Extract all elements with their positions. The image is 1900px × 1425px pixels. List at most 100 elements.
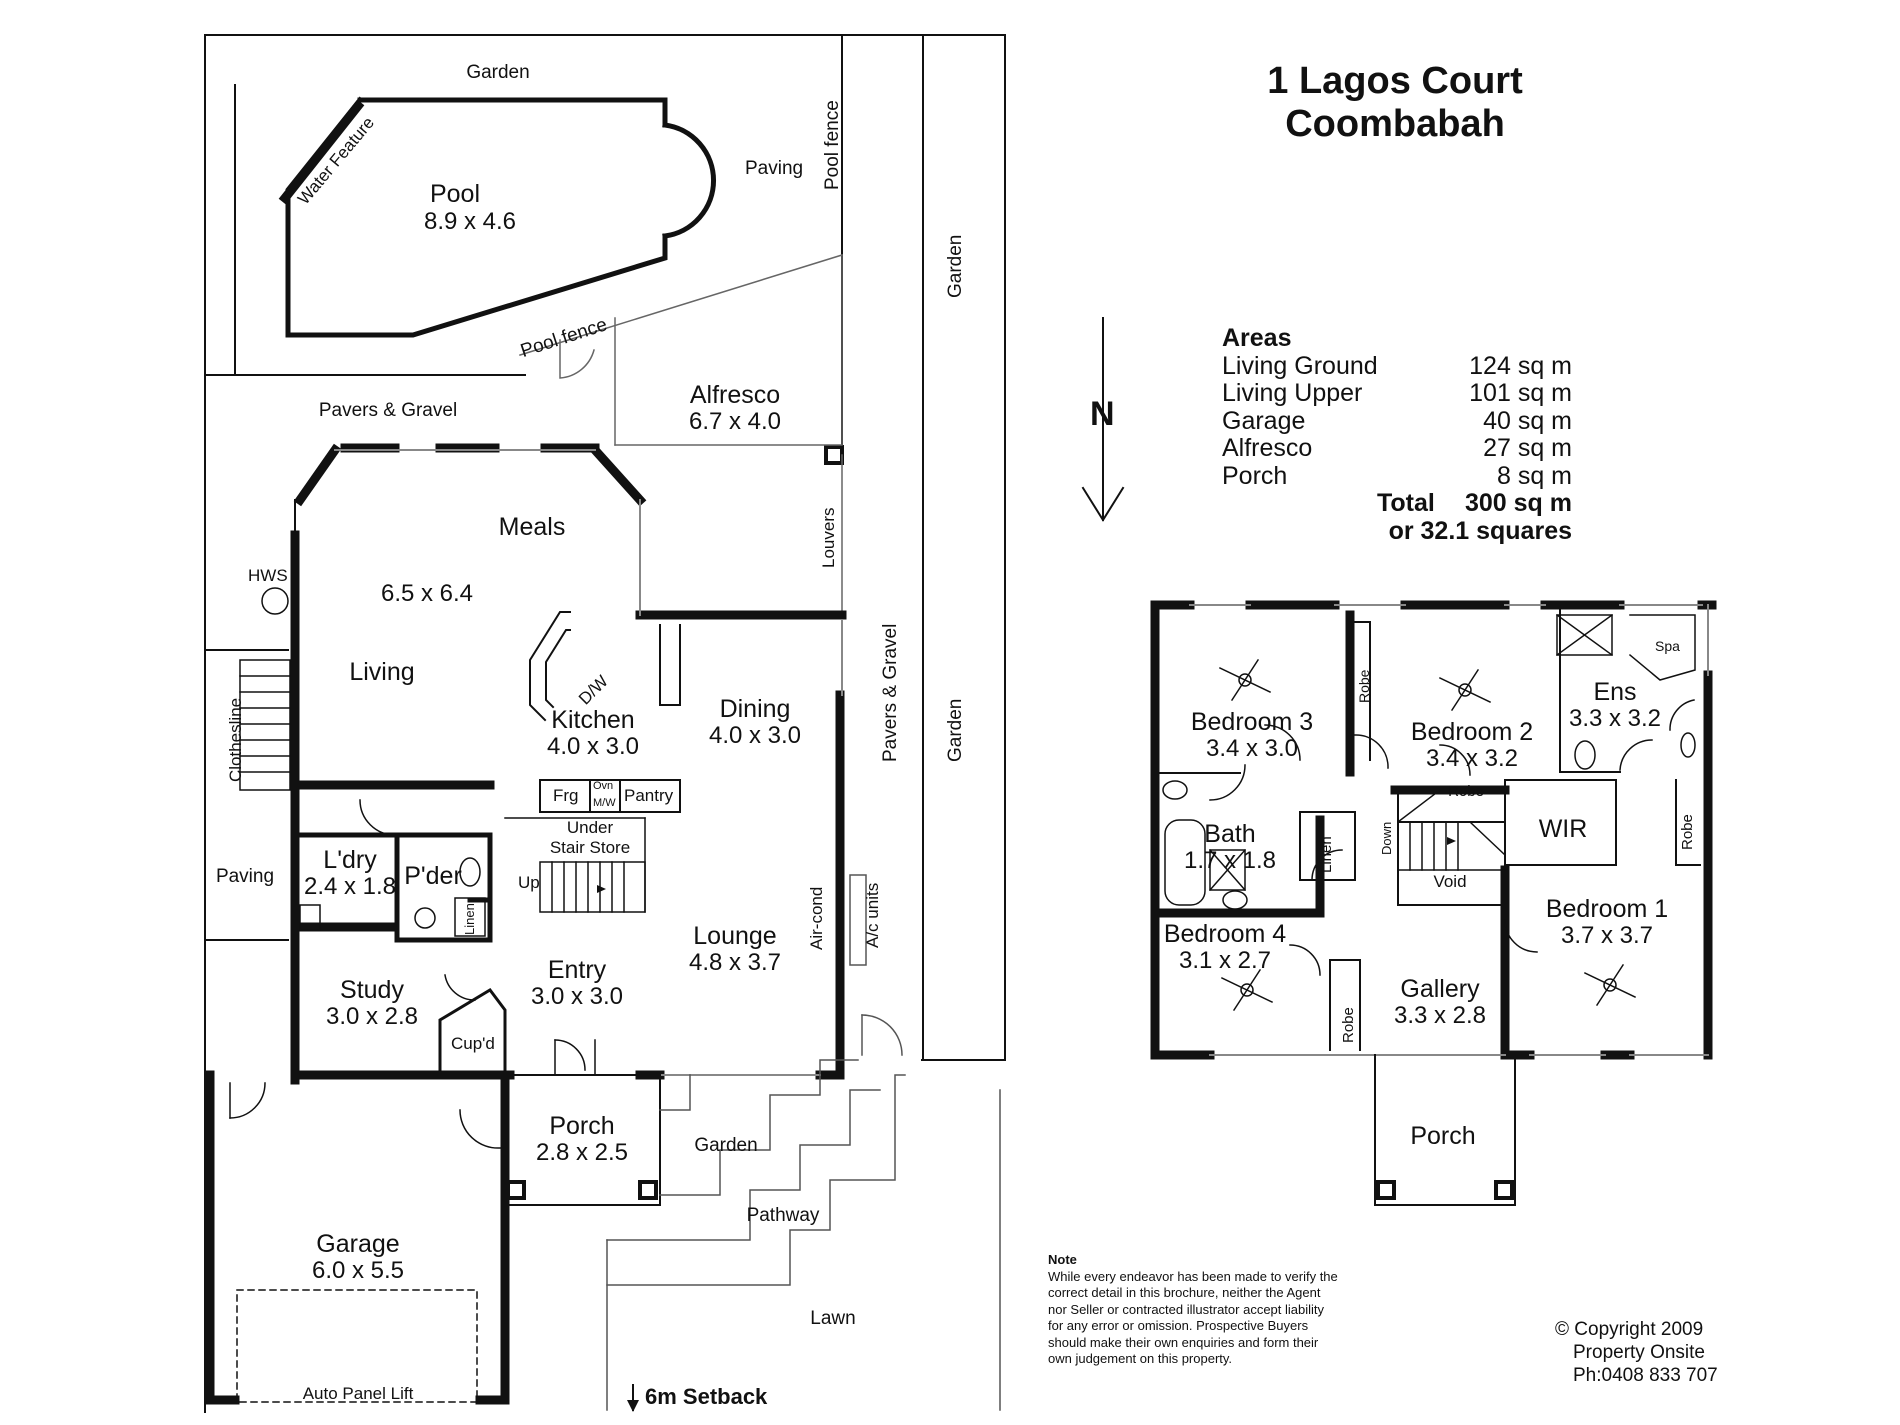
copyright-line: © Copyright 2009: [1555, 1319, 1704, 1340]
areas-row: Living Upper 101 sq m: [1222, 379, 1572, 408]
label-powder: P'der: [404, 862, 462, 890]
area-value: 101 sq m: [1469, 379, 1572, 407]
front-landscape: [606, 874, 1001, 1411]
garage-walls: [205, 1070, 510, 1405]
label-alfresco: Alfresco: [689, 381, 781, 409]
total-label: Total: [1377, 489, 1435, 517]
label-entry-dim: 3.0 x 3.0: [530, 983, 624, 1010]
label-under-stair-2: Stair Store: [549, 838, 631, 857]
label-pool: Pool: [429, 180, 481, 208]
label-linen-ground: Linen: [462, 903, 477, 935]
areas-row: Living Ground 124 sq m: [1222, 351, 1572, 381]
company-name: Property Onsite: [1573, 1342, 1705, 1363]
label-robe-b3: Robe: [1356, 669, 1372, 703]
pool-fence: [519, 254, 843, 456]
label-kitchen-dim: 4.0 x 3.0: [546, 733, 640, 760]
areas-row: Alfresco 27 sq m: [1222, 434, 1572, 463]
kitchen-bench: [529, 611, 681, 813]
post: [824, 445, 844, 465]
label-dining-dim: 4.0 x 3.0: [708, 722, 802, 749]
stairs: [504, 817, 646, 913]
label-laundry-dim: 2.4 x 1.8: [303, 873, 397, 900]
label-alfresco-dim: 6.7 x 4.0: [688, 408, 782, 435]
label-bath: Bath: [1204, 820, 1256, 848]
label-garden-right-bottom: Garden: [945, 698, 966, 762]
label-paving-side: Paving: [215, 866, 275, 887]
north-label: N: [1090, 395, 1115, 433]
ceiling-fans: [1218, 658, 1637, 1012]
address-line-2: Coombabah: [1285, 103, 1505, 145]
label-porch-dim: 2.8 x 2.5: [535, 1139, 629, 1166]
label-upper-porch: Porch: [1410, 1122, 1476, 1150]
label-pavers-gravel-side: Pavers & Gravel: [880, 623, 901, 762]
label-robe-landing: Robe: [1448, 783, 1484, 800]
label-under-stair-1: Under: [566, 818, 614, 837]
area-value: 8 sq m: [1496, 461, 1572, 490]
label-spa: Spa: [1655, 638, 1680, 654]
label-entry: Entry: [547, 956, 607, 984]
label-air-cond: Air-cond: [807, 886, 826, 950]
areas-row: Porch 8 sq m: [1222, 461, 1572, 491]
total-value: 300 sq m: [1464, 489, 1572, 517]
label-meals: Meals: [498, 513, 566, 541]
label-garage: Garage: [316, 1230, 400, 1258]
label-gallery-dim: 3.3 x 2.8: [1393, 1002, 1487, 1029]
label-living-dim: 6.5 x 6.4: [380, 580, 474, 607]
label-garage-dim: 6.0 x 5.5: [311, 1257, 405, 1284]
areas-row: Garage 40 sq m: [1222, 406, 1572, 436]
label-gallery: Gallery: [1400, 975, 1480, 1003]
area-value: 124 sq m: [1469, 351, 1572, 380]
note-body: While every endeavor has been made to ve…: [1048, 1268, 1338, 1367]
area-label: Living Upper: [1222, 379, 1363, 407]
area-value: 40 sq m: [1483, 406, 1572, 435]
label-hws: HWS: [248, 566, 288, 585]
label-frg: Frg: [553, 786, 579, 805]
label-auto-panel-lift: Auto Panel Lift: [302, 1384, 414, 1403]
label-lounge-dim: 4.8 x 3.7: [688, 949, 782, 976]
label-up: Up: [518, 873, 540, 892]
label-garden-front: Garden: [694, 1135, 758, 1156]
label-down: Down: [1379, 821, 1394, 855]
label-study: Study: [340, 976, 404, 1004]
label-pool-fence-right: Pool fence: [822, 100, 843, 190]
label-ac-units: A/c units: [863, 882, 882, 948]
label-robe-b4: Robe: [1340, 1007, 1357, 1043]
ground-walls: [290, 443, 847, 1085]
label-living: Living: [349, 658, 415, 686]
area-label: Alfresco: [1222, 434, 1313, 462]
label-paving-pool: Paving: [745, 158, 804, 179]
label-mw: M/W: [593, 797, 616, 809]
phone-number: Ph:0408 833 707: [1573, 1365, 1718, 1386]
area-label: Garage: [1222, 406, 1306, 435]
label-ovn: Ovn: [593, 780, 614, 792]
label-garden-right-top: Garden: [945, 234, 966, 298]
label-pavers-gravel: Pavers & Gravel: [318, 400, 458, 421]
label-dining: Dining: [719, 695, 791, 723]
label-ens: Ens: [1593, 678, 1637, 706]
label-pool-dim: 8.9 x 4.6: [423, 208, 517, 235]
label-garden-top: Garden: [466, 62, 530, 83]
label-pantry: Pantry: [624, 786, 674, 805]
note-heading: Note: [1048, 1252, 1077, 1267]
label-bedroom1: Bedroom 1: [1545, 895, 1669, 923]
label-louvers: Louvers: [819, 507, 838, 568]
label-setback: 6m Setback: [645, 1384, 768, 1409]
area-label: Living Ground: [1222, 351, 1378, 380]
label-bedroom3-dim: 3.4 x 3.0: [1205, 735, 1299, 762]
lot-boundary: [204, 34, 1006, 1413]
label-bedroom1-dim: 3.7 x 3.7: [1560, 922, 1654, 949]
label-ens-dim: 3.3 x 3.2: [1568, 705, 1662, 732]
label-void: Void: [1433, 872, 1467, 891]
area-label: Porch: [1222, 461, 1288, 490]
label-robe-b1: Robe: [1679, 814, 1696, 850]
label-bedroom2-dim: 3.4 x 3.2: [1425, 745, 1519, 772]
label-lawn: Lawn: [810, 1308, 856, 1329]
label-porch: Porch: [549, 1112, 615, 1140]
label-bedroom2: Bedroom 2: [1410, 718, 1534, 746]
label-wir: WIR: [1538, 815, 1588, 843]
label-linen-upper: Linen: [1318, 836, 1335, 873]
label-bedroom4: Bedroom 4: [1163, 920, 1287, 948]
area-value: 27 sq m: [1483, 434, 1572, 462]
